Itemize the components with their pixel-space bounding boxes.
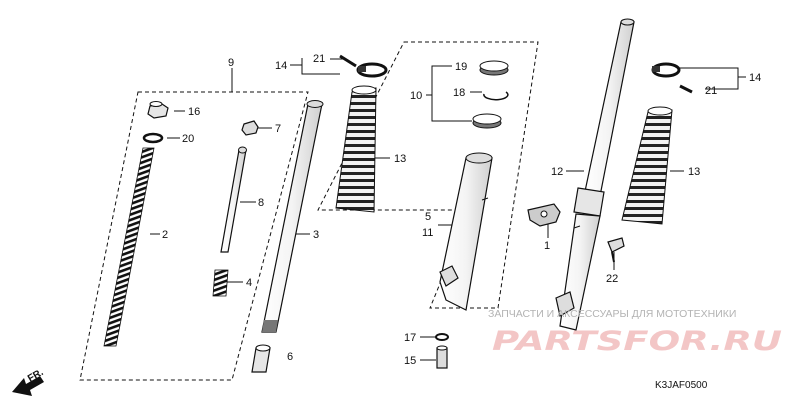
callout-6: 6 (287, 351, 293, 363)
fork-boot-left (335, 85, 377, 213)
oil-seal (472, 113, 502, 129)
o-ring (142, 132, 164, 144)
callout-20: 20 (182, 133, 194, 145)
fork-bracket (527, 203, 561, 227)
dust-seal (479, 60, 509, 76)
fork-spring (103, 147, 155, 347)
damper-rod (220, 146, 247, 253)
callout-11: 11 (422, 227, 433, 239)
callout-22: 22 (606, 273, 618, 285)
callout-1: 1 (544, 240, 550, 252)
fork-outer-slider (439, 152, 493, 311)
callout-2: 2 (162, 229, 168, 241)
callout-18: 18 (453, 87, 465, 99)
callout-5: 5 (425, 211, 431, 223)
group-9-frame (79, 91, 309, 381)
callouts: 9 16 20 2 7 8 3 4 6 14 21 13 19 10 18 5 … (162, 53, 761, 367)
boot-band-right (651, 62, 681, 78)
callout-17: 17 (404, 332, 416, 344)
callout-19: 19 (455, 61, 467, 73)
sealing-washer (435, 333, 449, 341)
callout-21-right: 21 (705, 85, 717, 97)
watermark-text: ЗАПЧАСТИ И АКСЕССУАРЫ ДЛЯ МОТОТЕХНИКИ (488, 308, 736, 320)
callout-12: 12 (551, 166, 563, 178)
watermark-logo: PARTSFOR.RU (492, 326, 782, 357)
rebound-spring (212, 269, 229, 297)
callout-13-right: 13 (688, 166, 700, 178)
fork-assembly-right (555, 18, 635, 331)
callout-8: 8 (258, 197, 264, 209)
callout-13-left: 13 (394, 153, 406, 165)
damper-piston (241, 120, 259, 136)
boot-band-left (356, 62, 388, 78)
callout-10: 10 (410, 90, 422, 102)
group-10-frame (317, 41, 539, 309)
oil-lock-piece (251, 344, 271, 373)
callout-21-left: 21 (313, 53, 325, 65)
callout-16: 16 (188, 106, 200, 118)
diagram-code: K3JAF0500 (655, 380, 708, 391)
socket-bolt (436, 345, 448, 369)
fork-inner-tube (261, 100, 324, 333)
callout-3: 3 (313, 229, 319, 241)
callout-15: 15 (404, 355, 416, 367)
callout-14-right: 14 (749, 72, 761, 84)
callout-4: 4 (246, 277, 252, 289)
bracket-bolt (607, 237, 625, 263)
fork-boot-right (621, 106, 673, 225)
clamp-bolt-left (339, 54, 357, 68)
front-direction-indicator: FR. (12, 367, 46, 396)
clamp-bolt-right (679, 84, 693, 94)
callout-7: 7 (275, 123, 281, 135)
stopper-ring (483, 91, 509, 101)
callout-9: 9 (228, 57, 234, 69)
leader-lines (150, 58, 746, 361)
callout-14-left: 14 (275, 60, 287, 72)
fork-bolt-cap (147, 101, 169, 119)
